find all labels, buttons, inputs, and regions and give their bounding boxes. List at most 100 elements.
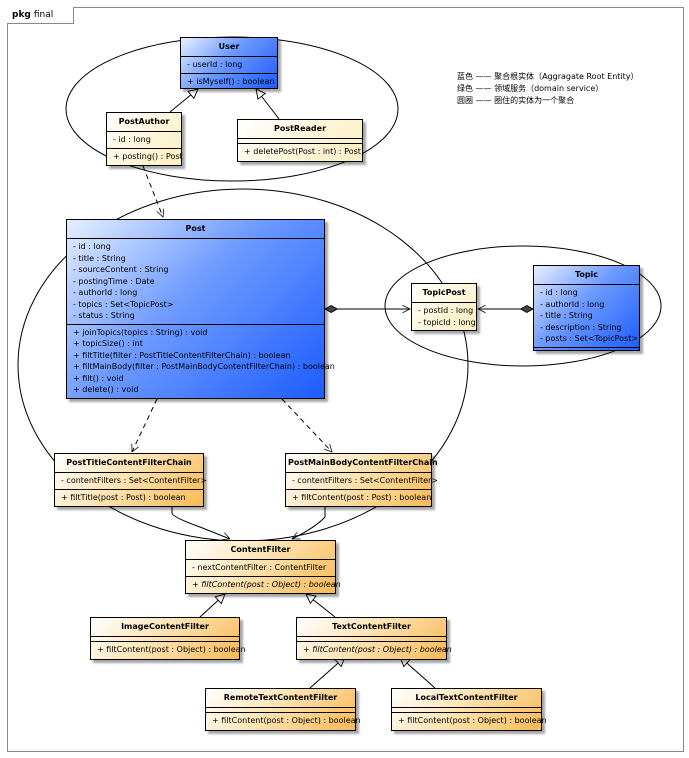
operations-section: + isMyself() : boolean xyxy=(181,74,277,90)
class-topic[interactable]: Topic - id : long - authorId : long - ti… xyxy=(533,265,640,351)
operations-section: + filtContent(post : Post) : boolean xyxy=(286,490,431,506)
class-postreader[interactable]: PostReader + deletePost(Post : int) : Po… xyxy=(237,119,363,162)
class-postmainbodycontentfilterchain[interactable]: PostMainBodyContentFilterChain - content… xyxy=(285,453,438,507)
operation: + filtTitle(filter : PostTitleContentFil… xyxy=(73,350,291,360)
operation: + filt() : void xyxy=(73,373,124,383)
class-name: PostAuthor xyxy=(107,113,181,132)
attributes-section: - nextContentFilter : ContentFilter xyxy=(186,560,335,577)
attribute: - description : String xyxy=(540,322,622,332)
class-textcontentfilter[interactable]: TextContentFilter + filtContent(post : O… xyxy=(296,617,452,660)
operation: + filtContent(post : Object) : boolean xyxy=(398,716,547,725)
class-user[interactable]: User - userId : long + isMyself() : bool… xyxy=(180,37,278,89)
attributes-section: - userId : long xyxy=(181,57,277,74)
operation: + isMyself() : boolean xyxy=(187,76,275,86)
generalization-remote-text xyxy=(309,657,345,689)
operations-section: + deletePost(Post : int) : Post xyxy=(238,144,362,160)
operation: + deletePost(Post : int) : Post xyxy=(244,147,361,156)
attribute: - authorId : long xyxy=(540,299,605,309)
operation: + filtTitle(post : Post) : boolean xyxy=(61,492,186,502)
operation: + filtContent(post : Object) : boolean xyxy=(303,645,452,654)
operations-section: + filtContent(post : Object) : boolean xyxy=(91,642,246,658)
class-name: ContentFilter xyxy=(186,541,335,560)
generalization-image-contentfilter xyxy=(199,594,225,618)
attribute: - id : long xyxy=(73,242,111,251)
attribute: - title : String xyxy=(73,253,126,263)
attributes-section: - id : long xyxy=(107,132,181,149)
generalization-postreader-user xyxy=(256,89,280,120)
class-localtextcontentfilter[interactable]: LocalTextContentFilter + filtContent(pos… xyxy=(391,688,547,731)
operations-section: + filtContent(post : Object) : boolean xyxy=(186,577,341,593)
operation: + filtContent(post : Post) : boolean xyxy=(292,492,432,502)
attribute: - postingTime : Date xyxy=(73,276,155,286)
attribute: - id : long xyxy=(540,288,578,297)
operation: + filtContent(post : Object) : boolean xyxy=(97,645,246,654)
operations-section: + filtContent(post : Object) : boolean xyxy=(392,713,547,729)
operation: + posting() : Post xyxy=(113,151,183,161)
dependency-post-titlechain xyxy=(132,398,158,452)
operations-section: + posting() : Post xyxy=(107,149,183,165)
class-name: User xyxy=(181,38,277,57)
attributes-section: - id : long - authorId : long - title : … xyxy=(534,285,639,348)
attribute: - id : long xyxy=(113,135,151,144)
class-name: PostMainBodyContentFilterChain xyxy=(286,454,438,473)
attributes-section: - id : long - title : String - sourceCon… xyxy=(67,239,324,325)
generalization-local-text xyxy=(400,657,436,689)
attributes-section: - postId : long - topicId : long xyxy=(412,303,476,331)
class-contentfilter[interactable]: ContentFilter - nextContentFilter : Cont… xyxy=(185,540,341,594)
attribute: - postId : long xyxy=(418,306,474,315)
attributes-section: - contentFilters : Set<ContentFilter> xyxy=(286,473,438,490)
class-post[interactable]: Post - id : long - title : String - sour… xyxy=(66,219,335,399)
generalization-postauthor-user xyxy=(169,89,198,113)
class-name: PostReader xyxy=(238,120,362,139)
class-topicpost[interactable]: TopicPost - postId : long - topicId : lo… xyxy=(411,283,477,331)
attributes-section xyxy=(238,139,362,144)
package-frame xyxy=(7,7,684,752)
operation: + delete() : void xyxy=(73,385,139,394)
generalization-text-contentfilter xyxy=(306,594,336,618)
attribute: - contentFilters : Set<ContentFilter> xyxy=(292,476,438,485)
class-name: TextContentFilter xyxy=(297,618,446,637)
attributes-section xyxy=(297,637,446,642)
class-posttitlecontentfilterchain[interactable]: PostTitleContentFilterChain - contentFil… xyxy=(54,453,207,507)
package-keyword: pkg xyxy=(12,10,31,20)
operation: + filtContent(post : Object) : boolean xyxy=(192,579,341,589)
attribute: - contentFilters : Set<ContentFilter> xyxy=(61,476,207,485)
operations-section: + filtTitle(post : Post) : boolean xyxy=(55,490,203,506)
legend: 蓝色 —— 聚合根实体（Aggragate Root Entity） 绿色 ——… xyxy=(457,71,639,107)
class-remotetextcontentfilter[interactable]: RemoteTextContentFilter + filtContent(po… xyxy=(205,688,361,731)
class-imagecontentfilter[interactable]: ImageContentFilter + filtContent(post : … xyxy=(90,617,246,660)
generalization-titlechain-contentfilter xyxy=(171,507,230,539)
operations-section: + filtContent(post : Object) : boolean xyxy=(297,642,452,658)
operations-section: + joinTopics(topics : String) : void + t… xyxy=(67,325,335,398)
class-name: LocalTextContentFilter xyxy=(392,689,541,708)
operations-section xyxy=(534,348,639,351)
dependency-post-bodychain xyxy=(281,398,332,452)
attribute: - authorId : long xyxy=(73,288,138,297)
legend-line: 圆圈 —— 圈住的实体为一个聚合 xyxy=(457,96,575,105)
class-name: Post xyxy=(67,220,324,239)
operation: + filtMainBody(filter : PostMainBodyCont… xyxy=(73,362,335,371)
class-name: Topic xyxy=(534,266,639,285)
legend-line: 蓝色 —— 聚合根实体（Aggragate Root Entity） xyxy=(457,72,639,81)
legend-line: 绿色 —— 领域服务（domain service） xyxy=(457,84,604,93)
package-name: final xyxy=(33,10,54,20)
class-name: RemoteTextContentFilter xyxy=(206,689,355,708)
class-postauthor[interactable]: PostAuthor - id : long + posting() : Pos… xyxy=(106,112,183,166)
operations-section xyxy=(412,331,476,334)
class-name: PostTitleContentFilterChain xyxy=(55,454,203,473)
attribute: - posts : Set<TopicPost> xyxy=(540,334,639,343)
attribute: - sourceContent : String xyxy=(73,265,169,274)
attribute: - nextContentFilter : ContentFilter xyxy=(192,563,327,572)
generalization-bodychain-contentfilter xyxy=(292,507,326,540)
attributes-section: - contentFilters : Set<ContentFilter> xyxy=(55,473,207,490)
attribute: - topicId : long xyxy=(418,317,476,327)
operation: + filtContent(post : Object) : boolean xyxy=(212,716,361,725)
attribute: - topics : Set<TopicPost> xyxy=(73,299,174,309)
class-name: ImageContentFilter xyxy=(91,618,239,637)
operation: + topicSize() : int xyxy=(73,339,143,348)
class-name: TopicPost xyxy=(412,284,476,303)
dependency-postauthor-post xyxy=(142,165,163,217)
attribute: - title : String xyxy=(540,311,593,320)
attributes-section xyxy=(206,708,355,713)
